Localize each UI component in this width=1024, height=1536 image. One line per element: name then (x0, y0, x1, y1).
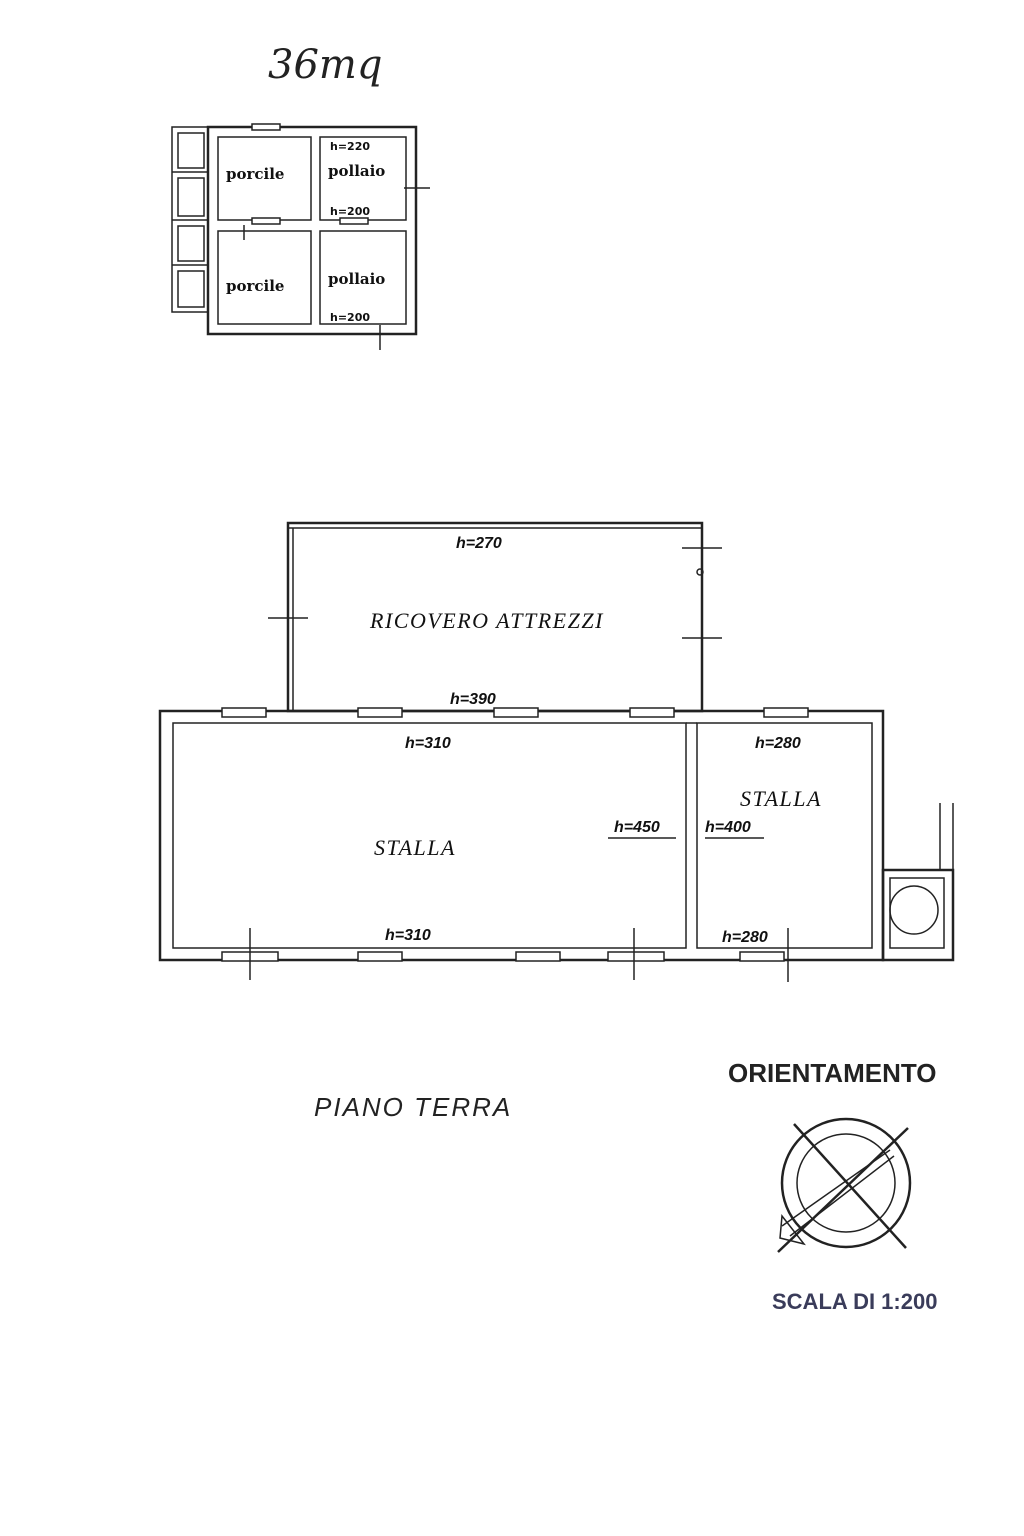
handwritten-area-note: 36mq (268, 42, 382, 88)
height-label: h=270 (456, 535, 502, 552)
height-label: h=280 (722, 929, 768, 946)
height-label: h=310 (385, 927, 431, 944)
room-label: STALLA (740, 786, 822, 811)
upper-plan: porcile pollaio porcile pollaio h=220 h=… (171, 123, 430, 350)
height-label: h=390 (450, 691, 496, 708)
height-label: h=280 (755, 735, 801, 752)
orientation-title: ORIENTAMENTO (728, 1058, 936, 1088)
floor-title: PIANO TERRA (314, 1092, 512, 1122)
tank-icon (889, 885, 939, 935)
room-stalla-main (172, 722, 687, 949)
height-label: h=310 (405, 735, 451, 752)
room-stalla-small (696, 722, 873, 949)
room-porcile-2 (217, 230, 312, 325)
height-label: h=220 (330, 140, 370, 153)
height-label: h=400 (705, 819, 751, 836)
height-label: h=450 (614, 819, 660, 836)
annex-wall (881, 868, 955, 962)
room-label: STALLA (374, 835, 456, 860)
room-label: RICOVERO ATTREZZI (369, 608, 604, 633)
room-label: pollaio (328, 270, 385, 288)
room-label: porcile (226, 277, 284, 295)
room-pollaio-2 (319, 230, 407, 325)
compass-rose-icon (777, 1117, 912, 1253)
lower-plan: RICOVERO ATTREZZI STALLA STALLA h=270 h=… (158, 521, 955, 982)
room-label: porcile (226, 165, 284, 183)
room-label: pollaio (328, 162, 385, 180)
height-label: h=200 (330, 205, 370, 218)
scale-label: SCALA DI 1:200 (772, 1289, 937, 1314)
height-label: h=200 (330, 311, 370, 324)
